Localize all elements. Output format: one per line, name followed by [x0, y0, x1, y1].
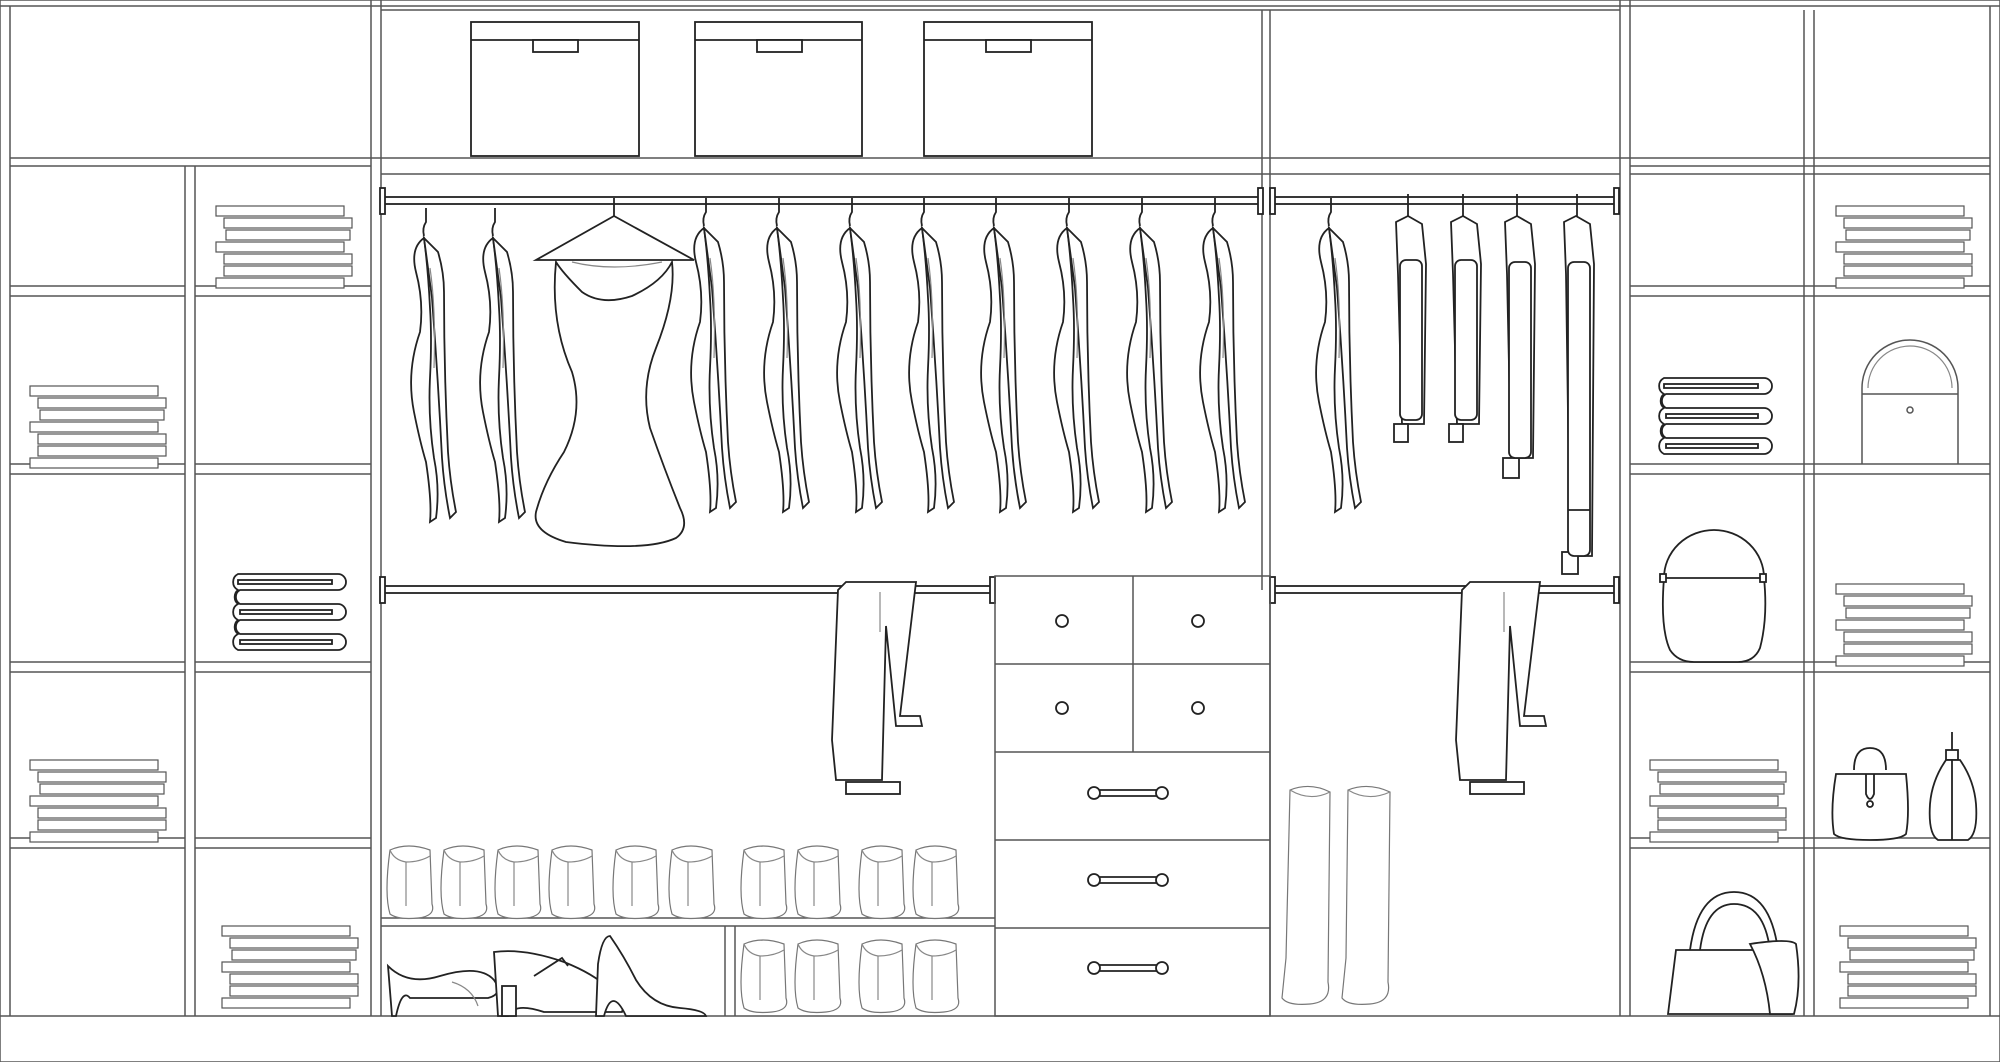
folded-clothes-icon	[232, 573, 347, 651]
drawer-knob-icon[interactable]	[1191, 614, 1205, 628]
hanging-shirt	[763, 197, 810, 513]
boot-icon	[1341, 785, 1391, 1005]
sock-icon	[794, 939, 842, 1014]
clothes-rod	[379, 576, 996, 604]
storage-box-icon	[923, 21, 1093, 157]
sock-icon	[668, 845, 716, 920]
trousers-icon	[831, 581, 923, 795]
sock-icon	[740, 939, 788, 1014]
drawer-knob-icon[interactable]	[1055, 701, 1069, 715]
drawer-knob-icon[interactable]	[1055, 614, 1069, 628]
book-stack-icon	[1835, 583, 1973, 667]
drawer-handle-icon[interactable]	[1087, 873, 1169, 887]
hanging-shirt	[690, 197, 737, 513]
hanging-trousers	[1448, 194, 1482, 443]
sock-icon	[858, 845, 906, 920]
book-stack-icon	[29, 385, 167, 469]
arched-cabinet	[1861, 339, 1959, 464]
sock-icon	[494, 845, 542, 920]
hanging-shirt	[836, 197, 883, 513]
boot-icon	[1281, 785, 1331, 1005]
hanging-dress	[532, 198, 695, 548]
sock-icon	[386, 845, 434, 920]
sock-icon	[548, 845, 596, 920]
drawer-unit	[994, 575, 1271, 1017]
sock-icon	[440, 845, 488, 920]
shoe-icon	[595, 935, 708, 1017]
book-stack-icon	[215, 205, 353, 289]
hanging-shirt	[980, 197, 1027, 513]
storage-box-icon	[694, 21, 863, 157]
hanging-trousers	[1561, 194, 1595, 575]
hanging-shirt	[410, 207, 457, 523]
shoe-icon	[386, 963, 499, 1017]
book-stack-icon	[1839, 925, 1977, 1009]
drawer-handle-icon[interactable]	[1087, 786, 1169, 800]
sock-icon	[794, 845, 842, 920]
clothes-rod	[379, 187, 1264, 215]
drawer-knob-icon[interactable]	[1191, 701, 1205, 715]
hanging-trousers	[1502, 194, 1536, 479]
trousers-icon	[1455, 581, 1547, 795]
hanging-shirt	[1315, 197, 1362, 513]
handbag-icon	[1666, 891, 1800, 1015]
sock-icon	[858, 939, 906, 1014]
clothes-rod	[1269, 576, 1620, 604]
folded-clothes-icon	[1658, 377, 1773, 455]
hanging-shirt	[479, 207, 526, 523]
handbag-icon	[1659, 529, 1767, 663]
sock-icon	[912, 939, 960, 1014]
hanging-shirt	[1126, 197, 1173, 513]
handbag-icon	[1928, 732, 1978, 841]
storage-box-icon	[470, 21, 640, 157]
hanging-shirt	[908, 197, 955, 513]
book-stack-icon	[221, 925, 359, 1009]
handbag-icon	[1831, 747, 1909, 841]
sock-icon	[740, 845, 788, 920]
book-stack-icon	[1649, 759, 1787, 843]
drawer-handle-icon[interactable]	[1087, 961, 1169, 975]
hanging-shirt	[1199, 197, 1246, 513]
hanging-trousers	[1393, 194, 1427, 443]
clothes-rod	[1269, 187, 1620, 215]
hanging-shirt	[1053, 197, 1100, 513]
hanger-icon	[532, 214, 695, 261]
book-stack-icon	[1835, 205, 1973, 289]
sock-icon	[912, 845, 960, 920]
book-stack-icon	[29, 759, 167, 843]
sock-icon	[612, 845, 660, 920]
